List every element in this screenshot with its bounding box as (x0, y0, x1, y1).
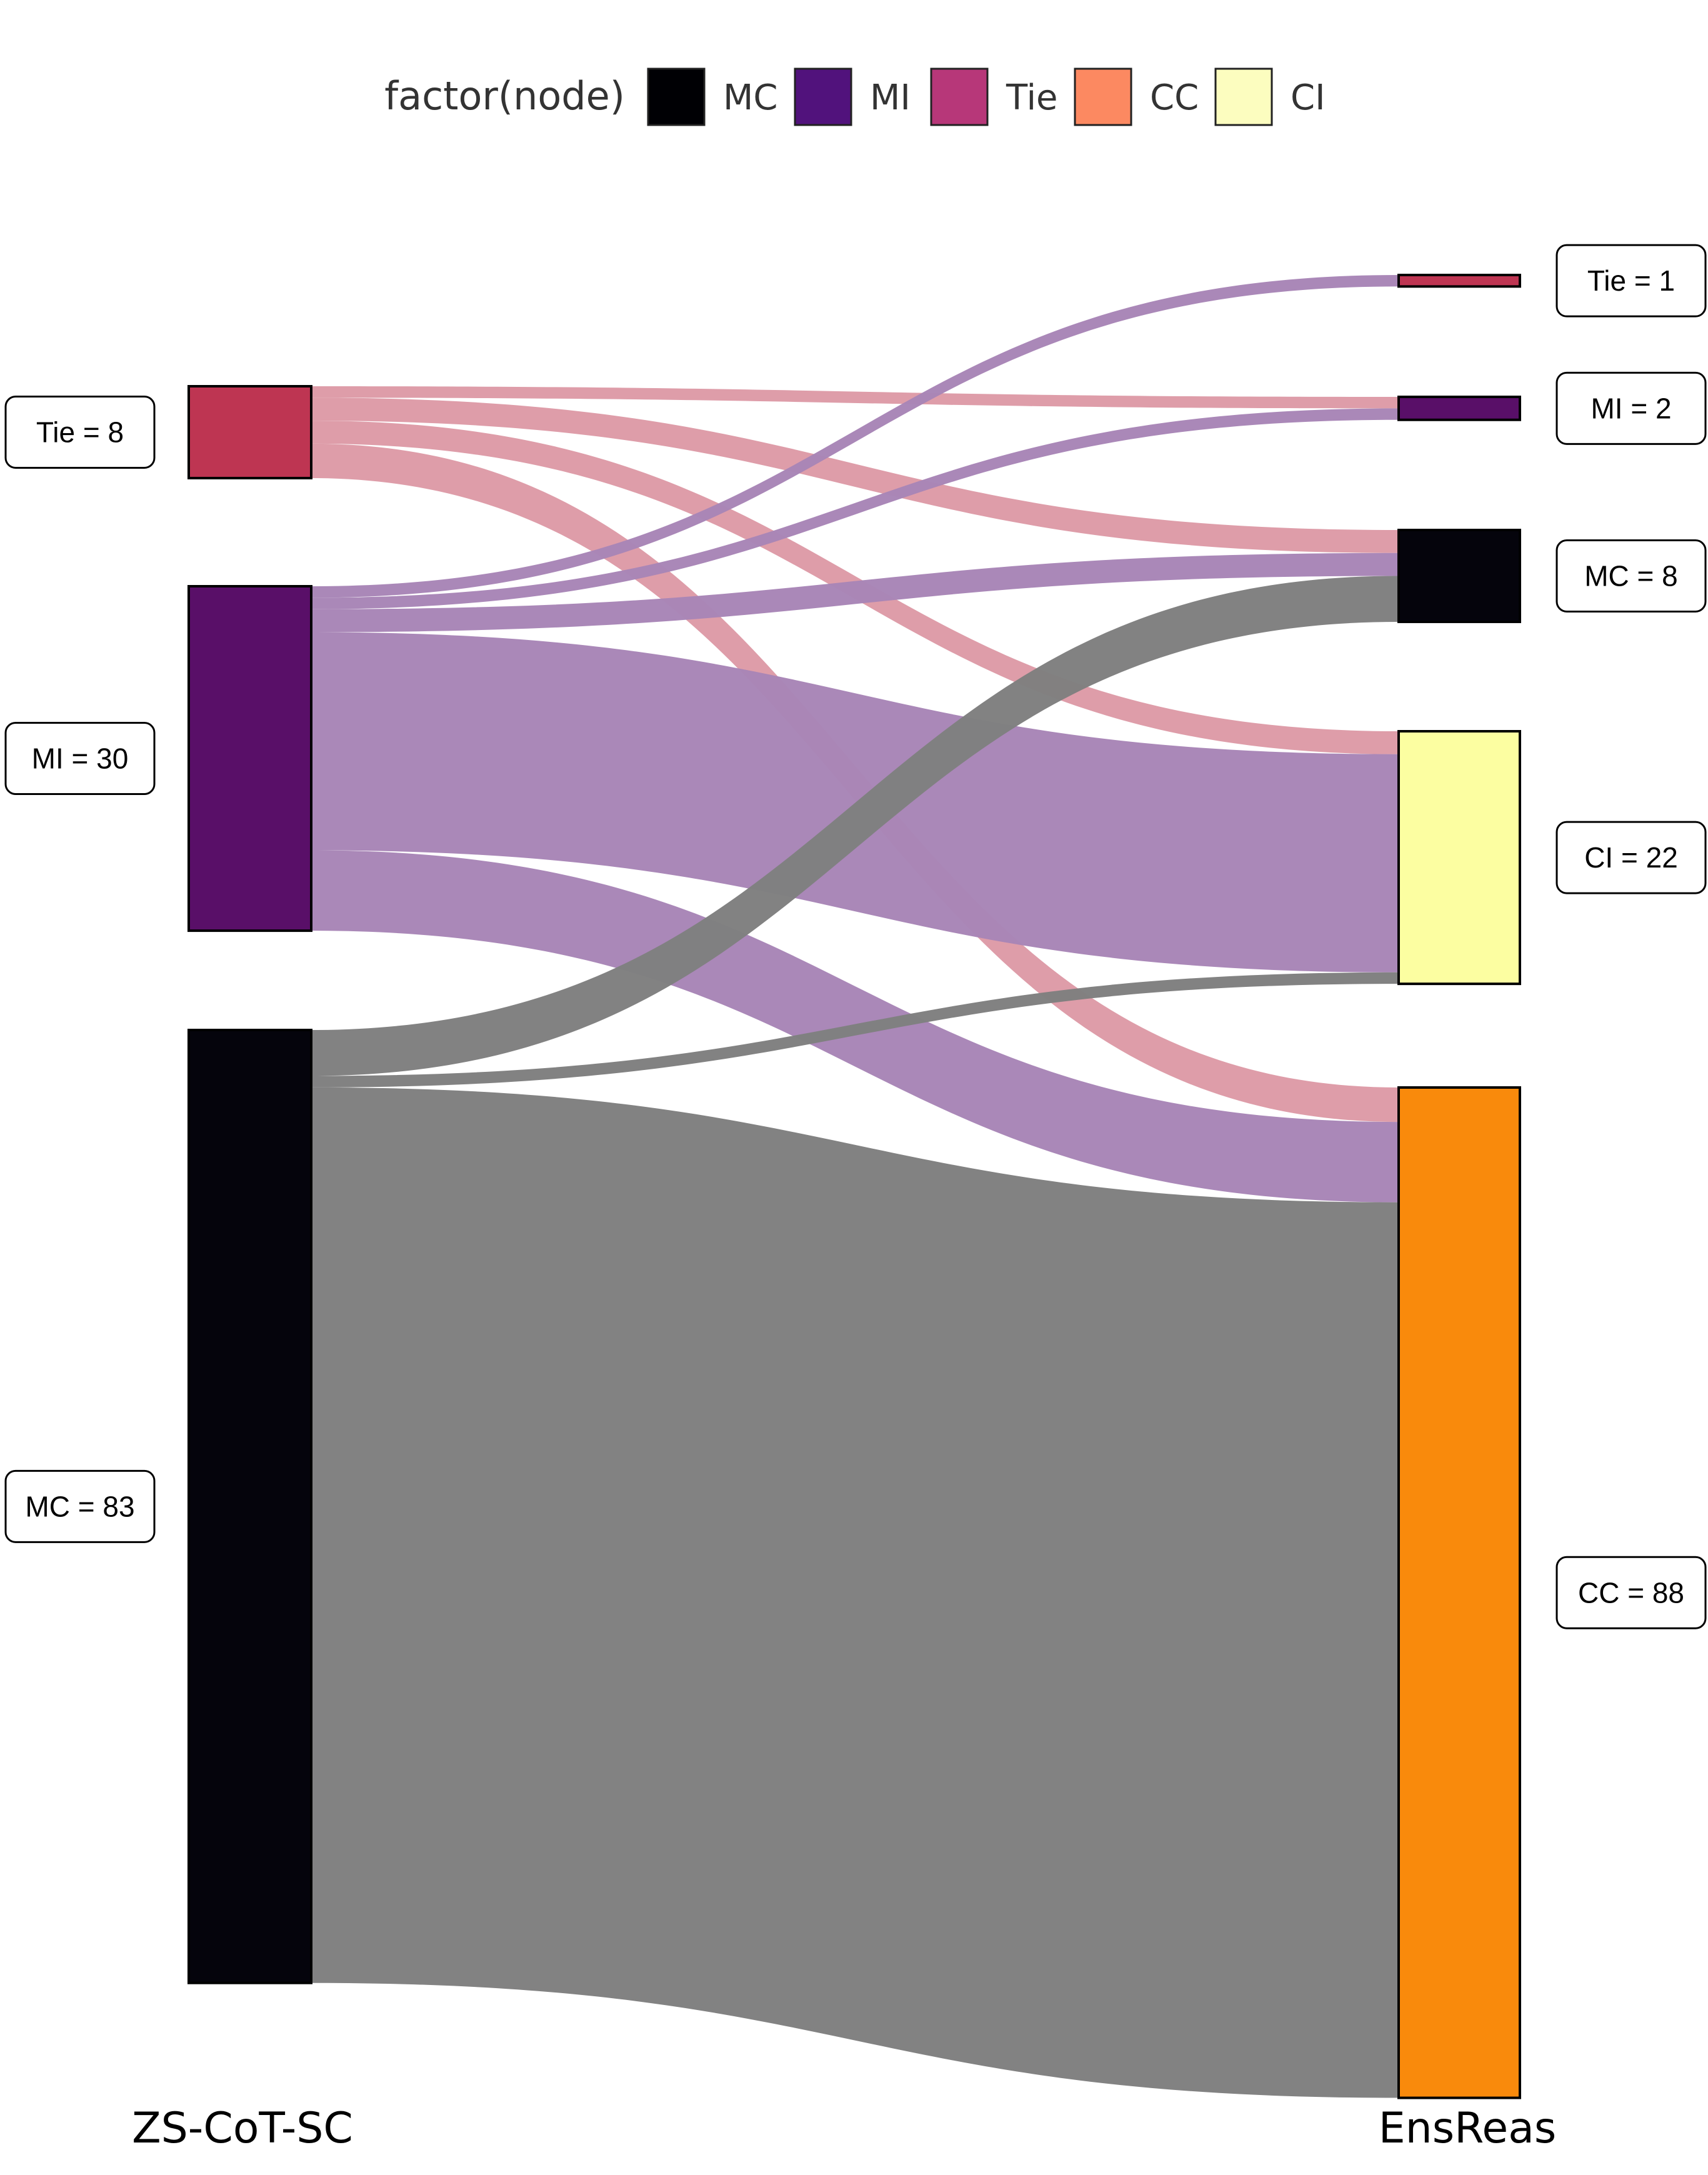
nodes-layer (187, 274, 1521, 2099)
flow-mc-to-cc (311, 1087, 1399, 2098)
flow-mi-to-ci (311, 632, 1399, 972)
flow-mc-to-ci (311, 972, 1399, 1088)
legend-label-ci: CI (1291, 78, 1326, 118)
legend-label-mc: MC (723, 78, 777, 118)
left-node-label-mc: MC = 83 (4, 1469, 156, 1543)
left-node-mi (187, 585, 312, 932)
flow-mi-to-tie (311, 275, 1399, 598)
legend-swatch-mc (647, 68, 706, 126)
legend-swatch-cc (1074, 68, 1132, 126)
right-node-label-mc: MC = 8 (1556, 539, 1707, 612)
legend-item-mc: MC (647, 68, 777, 126)
right-node-label-box (1556, 371, 1707, 445)
flow-mc-to-mc (311, 576, 1399, 1076)
axis-labels: ZS-CoT-SC EnsReas (132, 2104, 1556, 2153)
right-node-label-box (1556, 1556, 1707, 1629)
right-node-mc (1397, 529, 1521, 623)
legend-swatch-ci (1214, 68, 1273, 126)
right-node-ci (1397, 730, 1521, 986)
legend-swatch-mi (794, 68, 852, 126)
legend-item-ci: CI (1214, 68, 1326, 126)
right-node-mi (1397, 396, 1521, 421)
node-labels-layer: Tie = 8 MI = 30 MC = 83 Tie = 1 MI = 2 MC = 8… (4, 244, 1707, 1629)
flow-mi-to-mi (311, 408, 1399, 609)
flows-layer (311, 275, 1399, 2098)
right-node-label-text: MI = 2 (1591, 392, 1671, 424)
right-node-label-cc: CC = 88 (1556, 1556, 1707, 1629)
left-node-mc (187, 1029, 312, 1984)
left-node-tie (187, 385, 312, 479)
left-node-label-box (4, 722, 156, 796)
right-node-tie (1397, 274, 1521, 288)
right-node-label-box (1556, 244, 1707, 318)
flow-tie-to-mc (311, 398, 1399, 553)
right-node-label-text: CC = 88 (1578, 1576, 1684, 1609)
right-node-label-text: CI = 22 (1584, 841, 1678, 874)
right-node-label-mi: MI = 2 (1556, 371, 1707, 445)
left-node-label-tie: Tie = 8 (4, 395, 156, 469)
legend-item-cc: CC (1074, 68, 1199, 126)
legend-item-tie: Tie (930, 68, 1058, 126)
right-node-label-text: MC = 8 (1584, 559, 1678, 592)
axis-label-left: ZS-CoT-SC (132, 2104, 353, 2153)
right-node-cc (1397, 1086, 1521, 2099)
legend-label-cc: CC (1150, 78, 1199, 118)
right-node-label-ci: CI = 22 (1556, 821, 1707, 894)
legend-title: factor(node) (384, 73, 625, 119)
flow-mi-to-mc (311, 552, 1399, 632)
flow-tie-to-mi (311, 386, 1399, 409)
legend: factor(node) MC MI Tie CC CI (384, 68, 1326, 126)
legend-label-mi: MI (870, 78, 911, 118)
legend-swatch-tie (930, 68, 989, 126)
right-node-label-tie: Tie = 1 (1556, 244, 1707, 318)
axis-label-right: EnsReas (1379, 2104, 1557, 2153)
legend-label-tie: Tie (1006, 78, 1058, 118)
left-node-label-text: Tie = 8 (36, 416, 124, 448)
left-node-label-text: MC = 83 (25, 1490, 134, 1522)
left-node-label-box (4, 395, 156, 469)
right-node-label-box (1556, 539, 1707, 612)
left-node-label-text: MI = 30 (32, 742, 129, 775)
right-node-label-box (1556, 821, 1707, 894)
left-node-label-box (4, 1469, 156, 1543)
right-node-label-text: Tie = 1 (1587, 264, 1675, 297)
legend-item-mi: MI (794, 68, 911, 126)
left-node-label-mi: MI = 30 (4, 722, 156, 796)
